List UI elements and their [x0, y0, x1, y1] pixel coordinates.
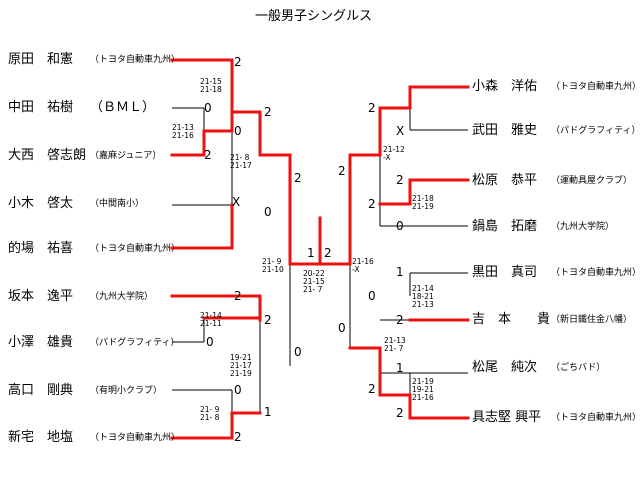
winner-path	[170, 203, 234, 250]
player-affiliation: （運動具屋クラブ）	[551, 176, 633, 186]
game-scores: 21-18 21-19	[412, 194, 434, 211]
game-scores: 21-13 21-16	[172, 123, 194, 140]
match-score: 1	[396, 265, 404, 279]
player-name: 原田 和憲	[8, 52, 74, 67]
match-score: 2	[324, 246, 332, 260]
player-name: 松尾 純次	[472, 360, 538, 375]
match-score: 0	[264, 205, 272, 219]
player-affiliation: （ＢＭＬ）	[90, 100, 156, 115]
player-name: 小森 洋佑	[472, 79, 538, 94]
match-score: 1	[396, 361, 404, 375]
match-score: 2	[234, 289, 242, 303]
winner-path	[378, 178, 470, 206]
player-name: 坂本 逸平	[8, 289, 74, 304]
player-affiliation: （新日鐵住金八幡）	[551, 315, 633, 325]
player-name: 高口 剛典	[8, 383, 74, 398]
winner-path	[288, 177, 322, 266]
match-score: 0	[234, 124, 242, 138]
match-score: 2	[396, 313, 404, 327]
player-name: 黒田 真司	[472, 265, 538, 280]
match-score: 2	[234, 55, 242, 69]
match-score: 2	[204, 148, 212, 162]
match-score: 2	[264, 105, 272, 119]
player-affiliation: （トヨタ自動車九州）	[551, 82, 640, 92]
player-name: 的場 祐喜	[8, 241, 74, 256]
match-score: 1	[264, 405, 272, 419]
player-name: 武田 雅史	[472, 123, 538, 138]
winner-path	[230, 110, 292, 181]
match-score: 2	[396, 173, 404, 187]
match-score: 0	[368, 289, 376, 303]
game-scores: 20-22 21-15 21- 7	[303, 269, 325, 294]
match-score: 0	[234, 383, 242, 397]
page-title: 一般男子シングルス	[255, 9, 373, 24]
match-score: 2	[338, 164, 346, 178]
player-affiliation: （ごちバド）	[551, 363, 606, 373]
match-score: 2	[294, 171, 302, 185]
player-name: 中田 祐樹	[8, 100, 74, 115]
player-affiliation: （九州大学院）	[90, 292, 154, 302]
player-affiliation: （中間南小）	[90, 199, 145, 209]
game-scores: 19-21 21-17 21-19	[230, 353, 252, 378]
game-scores: 21- 9 21- 8	[200, 405, 220, 422]
game-scores: 21- 9 21-10	[262, 257, 284, 274]
player-affiliation: （パドグラフィティ）	[551, 126, 640, 136]
game-scores: 21-15 21-18	[200, 77, 222, 94]
game-scores: 21-13 21- 7	[384, 336, 406, 353]
match-score: 0	[396, 219, 404, 233]
game-scores: 21-14 18-21 21-13	[412, 284, 434, 309]
player-affiliation: （トヨタ自動車九州）	[551, 268, 640, 278]
winner-path	[170, 411, 262, 440]
game-scores: 21-14 21-11	[200, 311, 222, 328]
player-name: 松原 恭平	[472, 173, 538, 188]
match-score: 0	[204, 101, 212, 115]
winner-path	[170, 294, 262, 322]
match-score: 2	[234, 430, 242, 444]
match-score: 2	[396, 406, 404, 420]
match-score: 0	[206, 335, 214, 349]
winner-path	[170, 110, 234, 157]
match-score: 2	[368, 197, 376, 211]
player-affiliation: （トヨタ自動車九州）	[90, 55, 181, 65]
player-name: 具志堅 興平	[472, 410, 542, 425]
match-score: 2	[368, 382, 376, 396]
player-name: 新宅 地塩	[8, 430, 74, 445]
player-affiliation: （パドグラフィティ）	[90, 338, 180, 348]
game-scores: 21-16 -X	[352, 257, 374, 274]
match-score: 1	[307, 246, 315, 260]
player-name: 吉 本 貴	[472, 312, 551, 327]
match-score: X	[232, 195, 241, 209]
player-affiliation: （トヨタ自動車九州）	[90, 433, 181, 443]
winner-path	[170, 58, 234, 114]
game-scores: 21- 8 21-17	[230, 153, 252, 170]
game-scores: 21-19 19-21 21-16	[412, 377, 434, 402]
player-affiliation: （九州大学院）	[551, 222, 615, 232]
match-score: 2	[368, 101, 376, 115]
game-scores: 21-12 -X	[383, 145, 405, 162]
match-score: 0	[294, 345, 302, 359]
match-score: 0	[338, 321, 346, 335]
player-name: 小木 啓太	[8, 196, 74, 211]
player-name: 大西 啓志朗	[8, 148, 87, 163]
match-score: X	[396, 124, 405, 138]
winner-path	[318, 85, 470, 266]
player-affiliation: （有明小クラブ）	[90, 386, 163, 396]
player-name: 小澤 雄貴	[8, 335, 74, 350]
match-score: 2	[264, 313, 272, 327]
player-affiliation: （嘉麻ジュニア）	[90, 151, 162, 161]
player-affiliation: （トヨタ自動車九州）	[90, 244, 181, 254]
player-name: 鍋島 拓磨	[472, 219, 538, 234]
winner-path	[348, 346, 470, 420]
player-affiliation: （トヨタ自動車九州）	[551, 413, 640, 423]
